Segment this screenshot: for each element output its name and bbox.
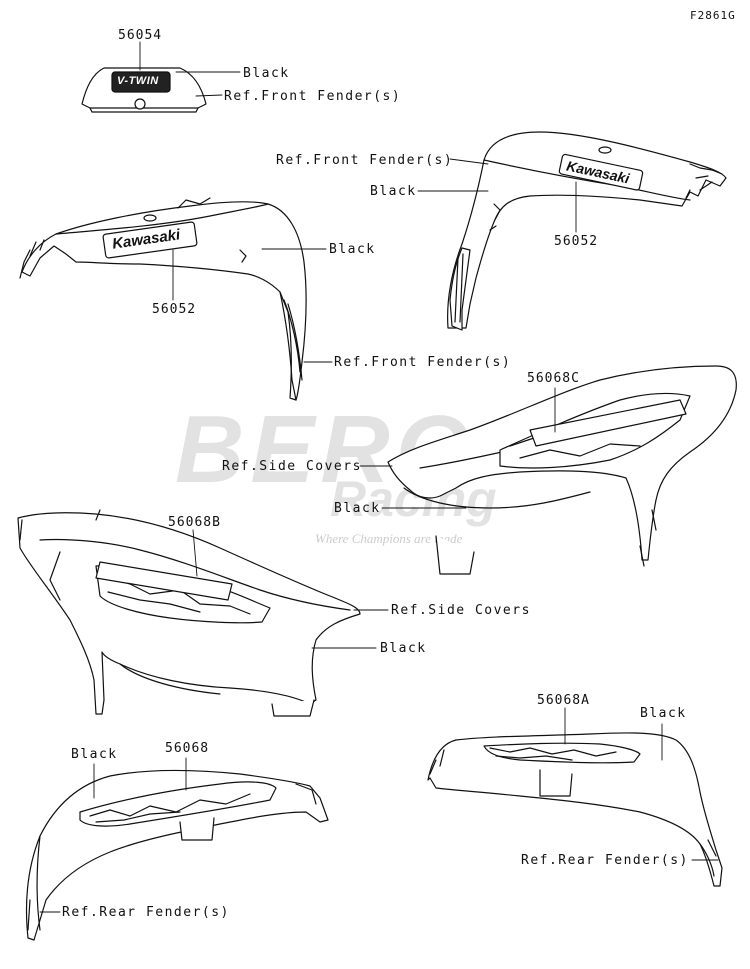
watermark-tagline: Where Champions are made <box>315 531 463 546</box>
label-ref-front-fender-2: Ref.Front Fender(s) <box>276 153 454 168</box>
label-56052-right: 56052 <box>554 234 599 249</box>
label-ref-front-fender-1: Ref.Front Fender(s) <box>224 89 402 104</box>
label-ref-side-covers-1: Ref.Side Covers <box>222 459 362 474</box>
leader-lines <box>39 41 719 913</box>
vtwin-decal-text: V-TWIN <box>117 75 159 87</box>
vtwin-cover-part <box>81 67 207 113</box>
label-56068C: 56068C <box>527 371 580 386</box>
label-ref-side-covers-2: Ref.Side Covers <box>391 603 531 618</box>
front-fender-left <box>19 197 307 401</box>
rear-fender-left <box>25 769 329 941</box>
label-56068: 56068 <box>165 741 210 756</box>
label-56068B: 56068B <box>168 515 221 530</box>
label-56054: 56054 <box>118 28 163 43</box>
label-ref-front-fender-3: Ref.Front Fender(s) <box>334 355 512 370</box>
label-black-5: Black <box>380 641 427 656</box>
label-black-7: Black <box>71 747 118 762</box>
label-56068A: 56068A <box>537 693 590 708</box>
side-cover-left <box>17 509 361 717</box>
label-black-1: Black <box>243 66 290 81</box>
label-black-2: Black <box>370 184 417 199</box>
front-fender-right <box>447 131 727 331</box>
label-ref-rear-fender-1: Ref.Rear Fender(s) <box>521 853 689 868</box>
figure-code: F2861G <box>690 9 736 22</box>
label-black-4: Black <box>334 501 381 516</box>
label-black-6: Black <box>640 706 687 721</box>
side-cover-right <box>387 365 737 575</box>
label-black-3: Black <box>329 242 376 257</box>
label-56052-left: 56052 <box>152 302 197 317</box>
label-ref-rear-fender-2: Ref.Rear Fender(s) <box>62 905 230 920</box>
rear-fender-right <box>427 732 723 887</box>
